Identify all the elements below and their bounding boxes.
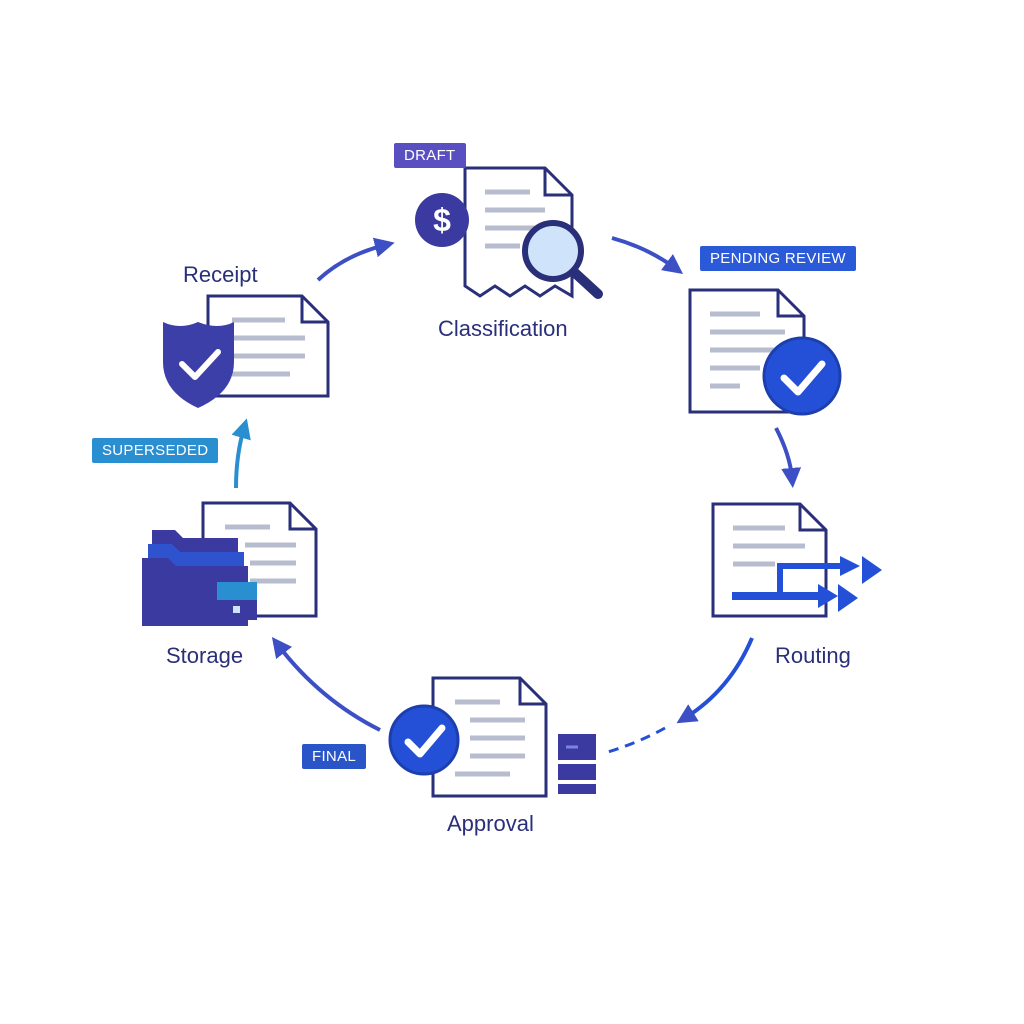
dollar-symbol: $ (433, 202, 451, 238)
stage-label-routing: Routing (775, 643, 851, 668)
status-badge-final: FINAL (302, 744, 367, 769)
review-document-icon (688, 288, 842, 416)
status-badge-draft: DRAFT (394, 143, 466, 168)
document-icon (711, 502, 828, 618)
storage-icon (142, 501, 318, 626)
check-circle-icon (762, 336, 842, 416)
arrow-review-to-routing (774, 427, 802, 488)
classification-icon: $ (415, 166, 603, 299)
check-circle-icon (388, 704, 460, 776)
magnifier-icon (522, 220, 603, 299)
arrow-receipt-to-classification (316, 237, 395, 282)
receipt-icon (163, 294, 330, 408)
stage-label-receipt: Receipt (183, 262, 258, 287)
status-badge-pending-review: PENDING REVIEW (700, 246, 856, 271)
stage-label-classification: Classification (438, 316, 568, 341)
arrow-classification-to-pending-review (611, 236, 684, 274)
routing-icon (711, 502, 882, 618)
checkmark-icon (179, 349, 221, 380)
arrow-approval-to-storage (271, 637, 381, 732)
arrow-approval-dashed (607, 726, 666, 754)
drive-box-icon (217, 582, 257, 620)
dollar-coin-icon (415, 193, 469, 247)
route-arrows-icon (732, 556, 882, 612)
arrow-routing-to-approval (676, 637, 754, 724)
server-stack-icon (558, 734, 596, 794)
shield-icon (163, 322, 234, 408)
arrow-storage-to-receipt (231, 418, 251, 489)
status-badge-superseded: SUPERSEDED (92, 438, 219, 463)
stage-label-storage: Storage (166, 643, 244, 668)
stage-label-approval: Approval (447, 811, 534, 836)
approval-icon (388, 676, 596, 798)
